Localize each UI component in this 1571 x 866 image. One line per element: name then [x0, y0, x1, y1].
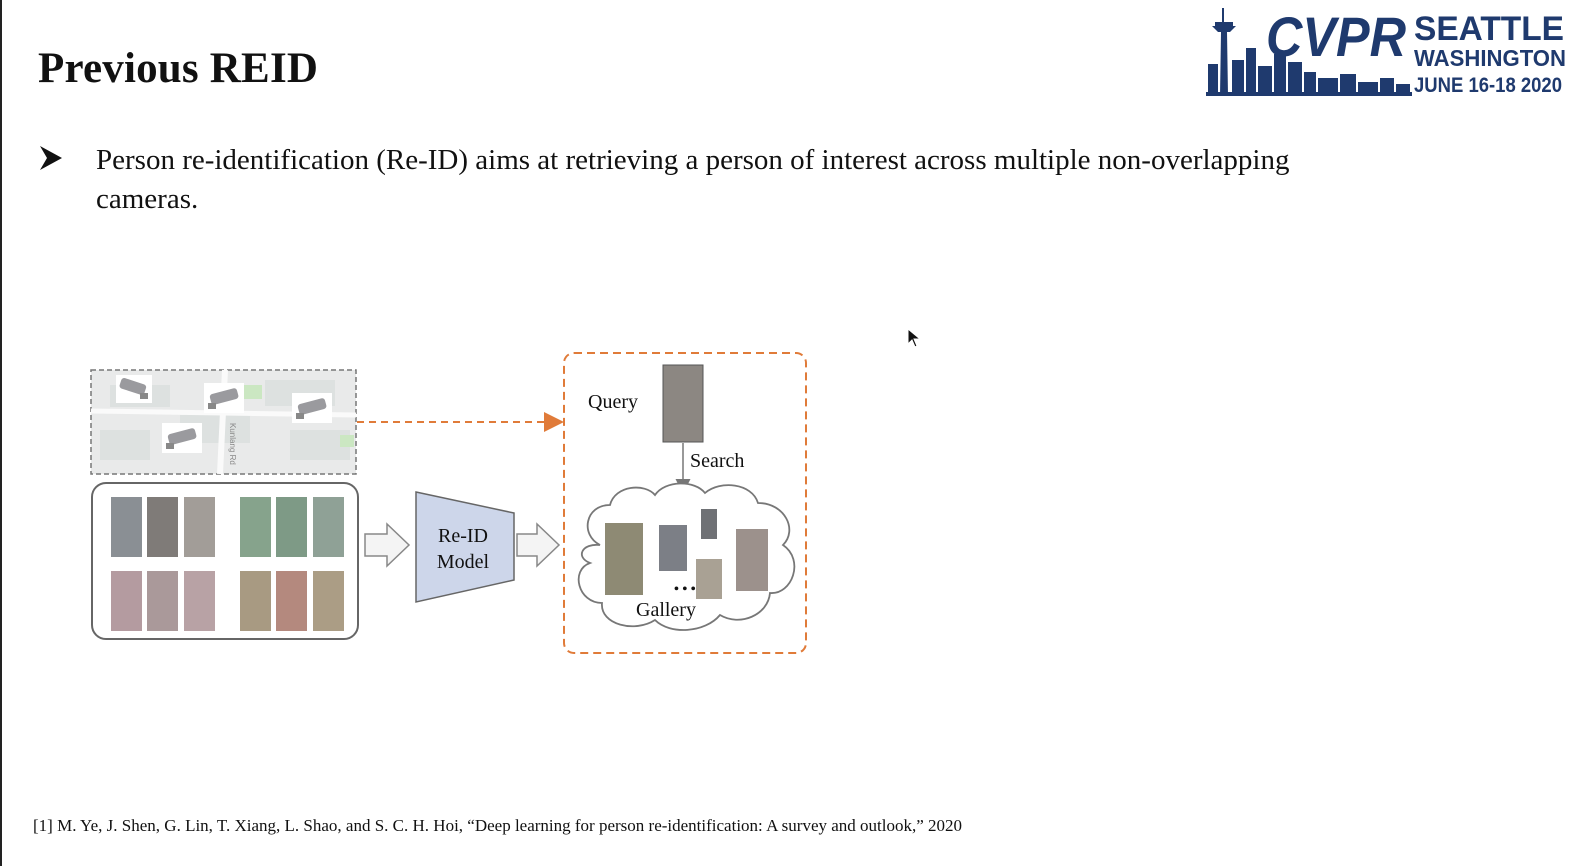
logo-city-text: SEATTLE [1414, 10, 1564, 48]
security-camera-icon [204, 383, 244, 413]
query-label: Query [588, 391, 638, 413]
model-label-line1: Re-ID [438, 525, 488, 547]
security-camera-icon [116, 375, 152, 403]
security-camera-icon [162, 423, 202, 453]
mouse-pointer-icon [907, 328, 921, 348]
search-label: Search [690, 450, 744, 472]
camera-map: Kunlang Rd [90, 369, 357, 475]
slide-title: Previous REID [38, 45, 319, 92]
hollow-arrow-1 [364, 522, 411, 568]
retrieval-box [563, 352, 807, 654]
arrowhead-bullet-icon [40, 146, 62, 170]
reid-pipeline-figure: Kunlang Rd [90, 352, 807, 654]
camera-images-box [91, 482, 359, 640]
map-road-label: Kunlang Rd [228, 423, 237, 465]
seattle-skyline-icon [1206, 8, 1412, 96]
citation-footnote: [1] M. Ye, J. Shen, G. Lin, T. Xiang, L.… [33, 816, 963, 835]
cvpr-logo: CVPR SEATTLE WASHINGTON JUNE 16-18 2020 [1206, 5, 1566, 97]
gallery-cloud: • • • Gallery [577, 482, 796, 631]
query-image [662, 364, 704, 443]
logo-state-text: WASHINGTON [1414, 45, 1566, 71]
model-label-line2: Model [437, 551, 490, 573]
gallery-label: Gallery [636, 599, 696, 621]
logo-cvpr-text: CVPR [1266, 5, 1406, 68]
hollow-arrow-2 [516, 522, 561, 568]
reid-model-block: Re-ID Model [415, 491, 515, 603]
gallery-ellipsis: • • • [674, 582, 696, 597]
security-camera-icon [292, 393, 332, 423]
bullet-text: Person re-identification (Re-ID) aims at… [96, 144, 1290, 215]
logo-dates-text: JUNE 16-18 2020 [1414, 74, 1562, 97]
